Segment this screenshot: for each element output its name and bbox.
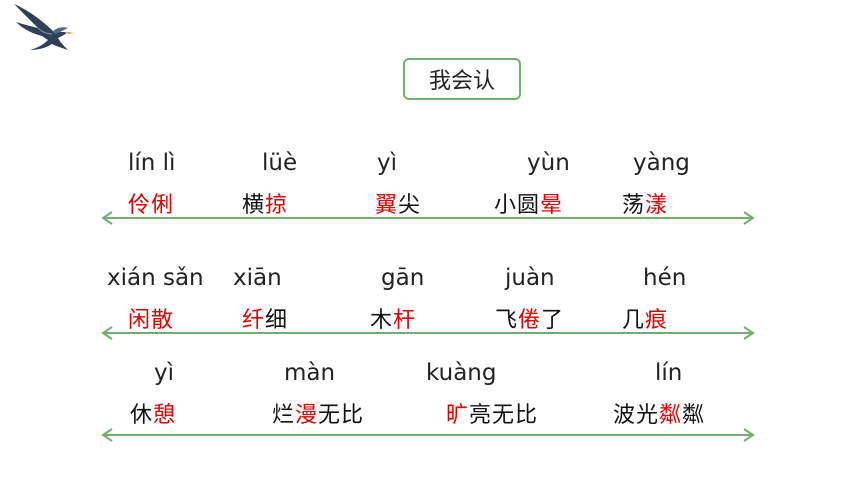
row2-pinyin-1: xián sǎn (107, 265, 204, 291)
row2-word-3: 木杆 (370, 308, 417, 333)
double-arrow-icon (101, 428, 755, 442)
row1-word-4: 小圆晕 (494, 193, 564, 218)
row3-pinyin-3: kuàng (426, 360, 497, 386)
row2-pinyin-2: xiān (233, 265, 282, 291)
row3-word-2: 烂漫无比 (272, 403, 365, 428)
row1-word-2: 横掠 (242, 193, 289, 218)
row1-word-5: 荡漾 (622, 193, 669, 218)
double-arrow-icon (101, 326, 755, 340)
title-box: 我会认 (403, 58, 521, 100)
row1-word-3: 翼尖 (375, 193, 422, 218)
row3-pinyin-4: lín (655, 360, 683, 386)
page-title: 我会认 (428, 69, 495, 94)
row2-word-1: 闲散 (128, 308, 175, 333)
row2-word-5: 几痕 (622, 308, 669, 333)
row1-pinyin-5: yàng (633, 150, 690, 176)
row2-pinyin-4: juàn (505, 265, 555, 291)
row3-word-4: 波光粼粼 (613, 403, 706, 428)
row3-word-3: 旷亮无比 (446, 403, 539, 428)
row2-word-4: 飞倦了 (495, 308, 565, 333)
row1-pinyin-1: lín lì (128, 150, 176, 176)
row1-word-1: 伶俐 (128, 193, 175, 218)
row3-word-1: 休憩 (130, 403, 177, 428)
row1-pinyin-2: lüè (262, 150, 298, 176)
row3-pinyin-2: màn (284, 360, 336, 386)
swallow-icon (14, 4, 74, 50)
double-arrow-icon (101, 211, 755, 225)
row1-pinyin-4: yùn (527, 150, 570, 176)
row3-pinyin-1: yì (154, 360, 175, 386)
row1-pinyin-3: yì (377, 150, 398, 176)
row2-word-2: 纤细 (242, 308, 289, 333)
row2-pinyin-3: gān (381, 265, 425, 291)
row2-pinyin-5: hén (643, 265, 687, 291)
